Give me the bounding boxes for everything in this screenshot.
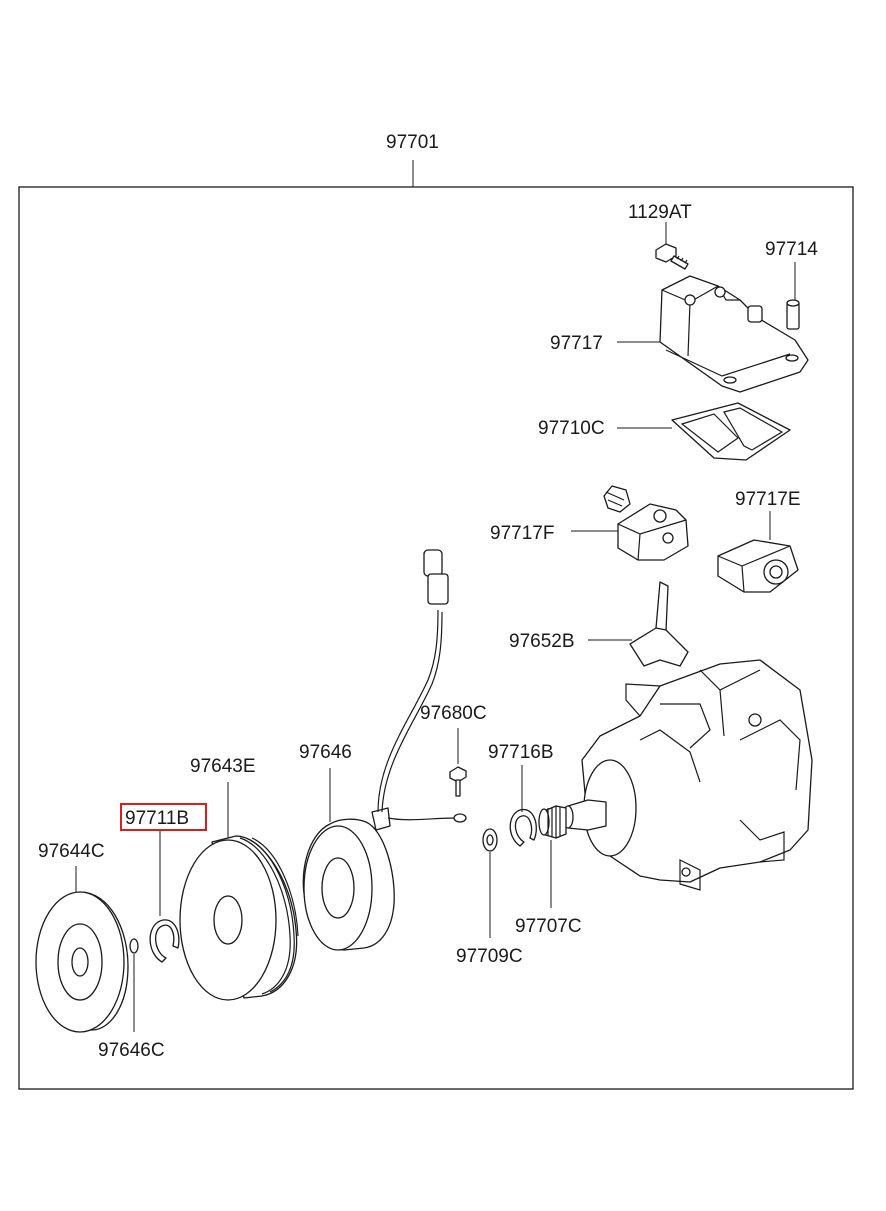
shim-97646c[interactable] bbox=[129, 938, 139, 1032]
label-97716b[interactable]: 97716B bbox=[488, 742, 554, 763]
label-97709c[interactable]: 97709C bbox=[456, 946, 523, 967]
label-97717e[interactable]: 97717E bbox=[735, 489, 801, 510]
label-97717[interactable]: 97717 bbox=[550, 333, 603, 354]
label-97701[interactable]: 97701 bbox=[386, 132, 439, 153]
snap-ring-97711b[interactable] bbox=[149, 830, 180, 963]
bushing-97707c[interactable] bbox=[538, 805, 567, 908]
field-coil-97646[interactable] bbox=[302, 549, 467, 951]
bolt-1129at[interactable] bbox=[655, 222, 689, 270]
pin-97714[interactable] bbox=[786, 262, 800, 330]
compressor-body[interactable] bbox=[581, 659, 813, 891]
label-97646c[interactable]: 97646C bbox=[98, 1040, 165, 1061]
label-97652b[interactable]: 97652B bbox=[509, 631, 575, 652]
label-97717f[interactable]: 97717F bbox=[490, 523, 554, 544]
label-97707c[interactable]: 97707C bbox=[515, 916, 582, 937]
highlight-box-97711b bbox=[120, 803, 207, 831]
clutch-plate-97644c[interactable] bbox=[35, 866, 129, 1033]
gasket-97710c[interactable] bbox=[671, 402, 791, 461]
shim-97709c[interactable] bbox=[482, 828, 498, 938]
valve-body-97717e[interactable] bbox=[717, 511, 799, 593]
compressor-shaft[interactable] bbox=[562, 799, 607, 831]
label-97710c[interactable]: 97710C bbox=[538, 418, 605, 439]
assembly-frame bbox=[18, 186, 854, 1090]
label-1129at[interactable]: 1129AT bbox=[628, 202, 692, 223]
valve-block-97717f[interactable] bbox=[603, 485, 689, 561]
label-97711b[interactable]: 97711B bbox=[125, 808, 189, 829]
label-97680c[interactable]: 97680C bbox=[420, 703, 487, 724]
cover-plate-97717[interactable] bbox=[659, 275, 809, 393]
label-97646[interactable]: 97646 bbox=[299, 742, 352, 763]
screw-97680c[interactable] bbox=[449, 728, 467, 797]
pulley-97643e[interactable] bbox=[179, 782, 299, 1001]
label-97644c[interactable]: 97644C bbox=[38, 841, 105, 862]
snap-ring-97716b[interactable] bbox=[509, 765, 537, 847]
label-97643e[interactable]: 97643E bbox=[190, 756, 256, 777]
bracket-97652b[interactable] bbox=[629, 581, 689, 667]
label-97714[interactable]: 97714 bbox=[765, 239, 818, 260]
